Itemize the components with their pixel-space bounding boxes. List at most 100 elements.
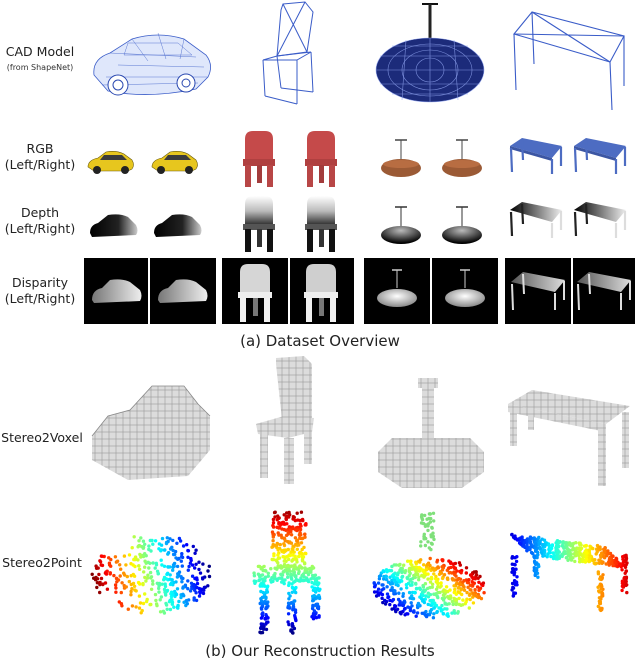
point-dot: [607, 563, 611, 567]
point-dot: [613, 560, 617, 565]
point-dot: [431, 511, 436, 515]
point-dot: [562, 546, 566, 550]
point-dot: [372, 590, 377, 594]
point-dot: [311, 594, 315, 598]
point-dot: [282, 548, 286, 552]
point-dot: [282, 513, 286, 517]
point-dot: [154, 563, 159, 567]
point-dot: [192, 584, 196, 588]
point-dot: [194, 598, 199, 603]
point-dot: [445, 613, 449, 617]
point-dot: [432, 519, 436, 523]
point-dot: [462, 585, 466, 589]
point-dot: [129, 582, 133, 587]
point-dot: [477, 588, 481, 592]
point-dot: [313, 577, 317, 581]
point-dot: [459, 571, 463, 575]
point-dot: [443, 601, 447, 605]
point-dot: [165, 607, 169, 611]
point-dot: [389, 588, 393, 592]
point-dot: [541, 543, 545, 547]
disparity-lamp-right: [432, 258, 498, 324]
point-dot: [409, 601, 413, 605]
point-dot: [419, 558, 423, 562]
point-dot: [306, 579, 311, 584]
point-dot: [154, 598, 158, 603]
point-dot: [206, 569, 210, 573]
point-dot: [95, 581, 100, 585]
point-dot: [583, 560, 588, 564]
point-dot: [390, 607, 394, 611]
point-dot: [139, 555, 143, 559]
point-dot: [434, 592, 438, 596]
point-dot: [159, 549, 163, 553]
point-dot: [260, 630, 265, 635]
point-dot: [166, 565, 170, 569]
point-dot: [171, 538, 175, 543]
point-dot: [114, 586, 118, 590]
disparity-chair-left: [222, 258, 288, 324]
point-dot: [420, 513, 424, 517]
point-dot: [193, 566, 197, 570]
point-dot: [206, 584, 210, 588]
point-dot: [137, 567, 142, 571]
point-dot: [302, 575, 306, 579]
point-dot: [293, 536, 298, 540]
point-dot: [141, 546, 145, 550]
point-dot: [303, 568, 307, 572]
point-dot: [610, 554, 615, 558]
point-dot: [259, 616, 264, 620]
point-dot: [179, 559, 183, 563]
point-dot: [131, 572, 135, 577]
point-dot: [447, 559, 451, 563]
point-dot: [252, 579, 256, 583]
point-dot: [525, 549, 529, 553]
point-dot: [625, 583, 629, 587]
point-dot: [456, 577, 460, 581]
point-dot: [117, 600, 121, 604]
point-dot: [426, 524, 430, 528]
depth-lamp-right: [442, 206, 482, 244]
point-dot: [440, 568, 445, 572]
point-dot: [420, 516, 424, 520]
disparity-lamp-left: [364, 258, 430, 324]
point-dot: [428, 592, 433, 597]
point-dot: [270, 557, 274, 562]
point-dot: [311, 599, 315, 603]
point-dot: [376, 581, 381, 585]
point-dot: [587, 556, 592, 560]
point-dot: [591, 546, 595, 551]
point-dot: [263, 568, 267, 573]
point-dot: [404, 583, 409, 587]
point-dot: [467, 606, 471, 610]
disparity-car-right: [150, 258, 216, 324]
point-dot: [168, 573, 172, 577]
point-dot: [264, 622, 268, 626]
point-dot: [407, 569, 411, 574]
point-dot: [137, 543, 142, 548]
point-dot: [442, 573, 447, 577]
point-dot: [550, 544, 554, 548]
point-dot: [560, 544, 564, 548]
point-dot: [310, 615, 314, 619]
point-dot: [101, 582, 105, 587]
point-dot: [304, 551, 308, 556]
point-dot: [155, 581, 159, 585]
point-dot: [536, 575, 540, 579]
point-dot: [275, 525, 279, 529]
point-dot: [398, 610, 402, 615]
point-dot: [119, 590, 123, 595]
point-dot: [288, 594, 292, 598]
point-dot: [290, 585, 295, 590]
point-dot: [303, 562, 307, 566]
point-dot: [300, 517, 305, 522]
point-dot: [165, 588, 170, 593]
point-dot: [513, 563, 517, 567]
point-dot: [278, 542, 282, 547]
point-dot: [397, 591, 401, 595]
voxel-table: [508, 390, 630, 486]
rgb-lamp-right: [442, 139, 482, 177]
point-dot: [468, 588, 472, 592]
point-dot: [296, 528, 300, 532]
point-dot: [384, 574, 388, 579]
